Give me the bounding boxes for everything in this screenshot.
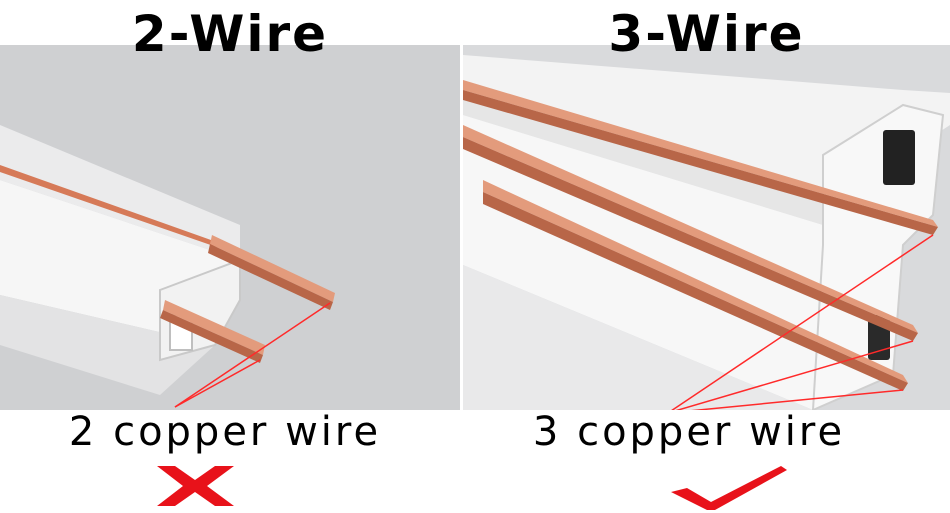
- red-x-icon: [153, 462, 238, 510]
- three-wire-track-photo: [463, 45, 950, 410]
- three-wire-heading: 3-Wire: [608, 5, 805, 63]
- three-wire-caption: 3 copper wire: [532, 409, 846, 455]
- three-wire-panel: 3-Wire 3 copper wire: [463, 0, 950, 513]
- two-wire-heading: 2-Wire: [131, 5, 329, 63]
- two-wire-track-photo: [0, 45, 460, 410]
- two-wire-caption: 2 copper wire: [68, 409, 382, 455]
- two-wire-panel: 2-Wire 2 copper wire: [0, 0, 460, 513]
- two-wire-track-image: [0, 45, 460, 410]
- three-wire-track-image: [463, 45, 950, 410]
- red-check-icon: [669, 462, 789, 510]
